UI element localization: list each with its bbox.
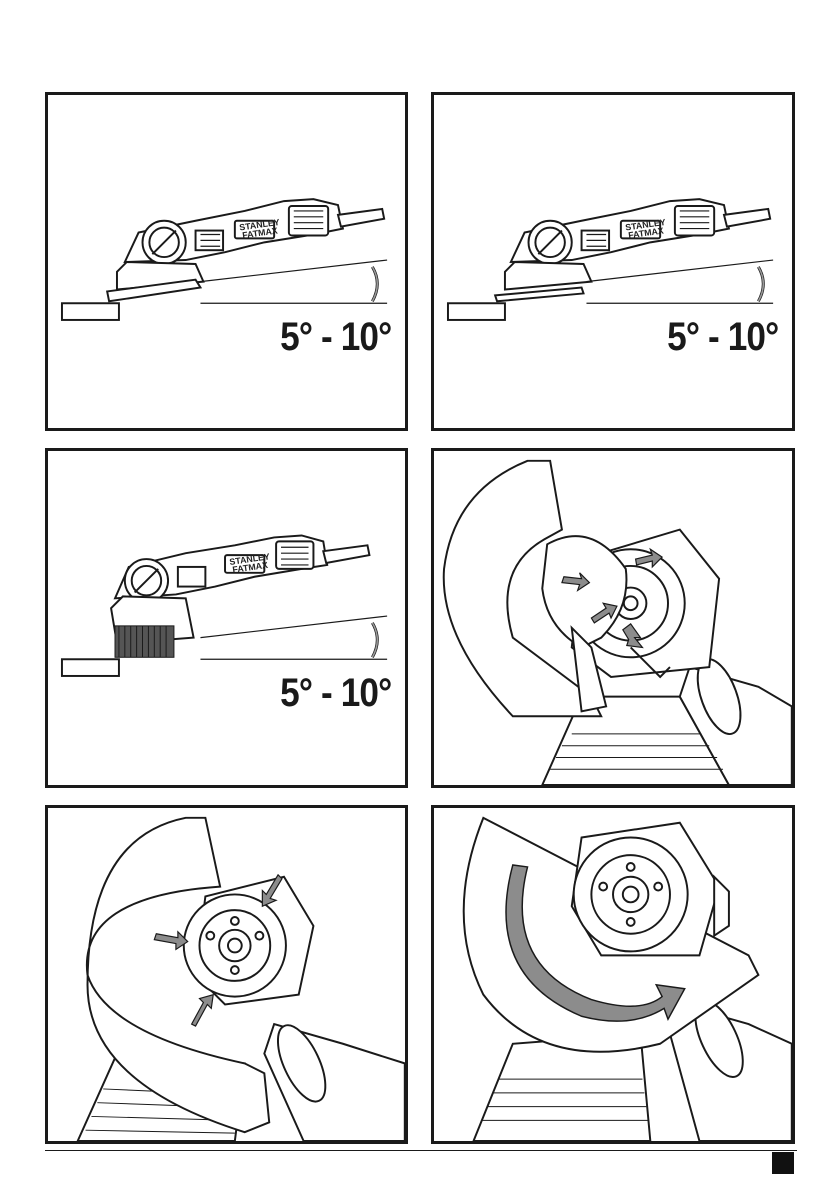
figure-panel-d <box>431 448 795 788</box>
angle-range-label: 5° - 10° <box>280 315 391 360</box>
angle-range-label: 5° - 10° <box>667 315 778 360</box>
grinder-wire-brush-illustration: STANLEY FATMAX <box>48 451 405 785</box>
footer-divider <box>45 1150 797 1151</box>
grinder-side-illustration: STANLEY FATMAX <box>48 95 405 428</box>
page-marker <box>772 1152 794 1174</box>
guard-rotation-illustration <box>434 808 792 1141</box>
figure-panel-a: STANLEY FATMAX 5° - 10° <box>45 92 408 431</box>
angle-range-label: 5° - 10° <box>280 671 391 716</box>
figure-panel-b: STANLEY FATMAX 5° - 10° <box>431 92 795 431</box>
figure-panel-f <box>431 805 795 1144</box>
figure-panel-c: STANLEY FATMAX 5° - 10° <box>45 448 408 788</box>
figure-panel-e <box>45 805 408 1144</box>
guard-alignment-illustration <box>48 808 405 1141</box>
guard-fitting-illustration <box>434 451 792 785</box>
grinder-side-illustration: STANLEY FATMAX <box>434 95 792 428</box>
